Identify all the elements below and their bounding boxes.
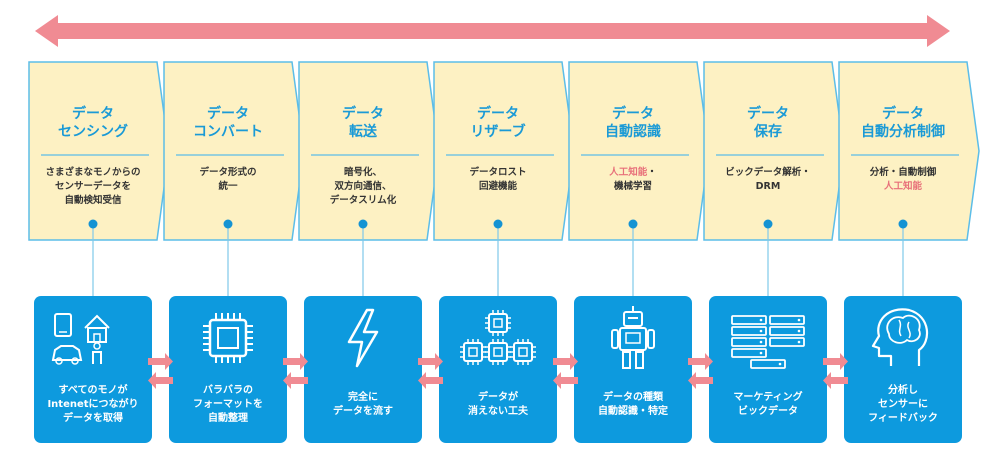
double-arrow-top bbox=[35, 15, 950, 47]
chips-cluster-icon bbox=[460, 310, 536, 365]
function-box-5 bbox=[574, 296, 692, 443]
connector-dot bbox=[763, 219, 773, 229]
bidirectional-arrow bbox=[688, 353, 713, 389]
connector-dot bbox=[358, 219, 368, 229]
stage-shape-1 bbox=[28, 61, 170, 241]
connector-dot bbox=[223, 219, 233, 229]
bidirectional-arrow bbox=[553, 353, 578, 389]
lightning-icon bbox=[347, 308, 379, 368]
function-box-7 bbox=[844, 296, 962, 443]
devices-icon bbox=[51, 313, 110, 365]
bidirectional-arrow bbox=[418, 353, 443, 389]
brain-head-icon bbox=[871, 308, 929, 366]
stage-shape-6 bbox=[703, 61, 845, 241]
connector-dot bbox=[493, 219, 503, 229]
connector-dot bbox=[628, 219, 638, 229]
function-box-1 bbox=[34, 296, 152, 443]
connector-dot bbox=[88, 219, 98, 229]
bidirectional-arrow bbox=[283, 353, 308, 389]
chip-icon bbox=[203, 313, 253, 363]
stage-shape-7 bbox=[838, 61, 980, 241]
stage-shape-5 bbox=[568, 61, 710, 241]
connector-dot bbox=[898, 219, 908, 229]
stage-shape-3 bbox=[298, 61, 440, 241]
function-box-2 bbox=[169, 296, 287, 443]
function-box-6 bbox=[709, 296, 827, 443]
robot-icon bbox=[611, 306, 655, 369]
function-box-4 bbox=[439, 296, 557, 443]
bidirectional-arrow bbox=[823, 353, 848, 389]
bidirectional-arrow bbox=[148, 353, 173, 389]
stage-shape-2 bbox=[163, 61, 305, 241]
stage-shape-4 bbox=[433, 61, 575, 241]
function-box-3 bbox=[304, 296, 422, 443]
server-stack-icon bbox=[731, 315, 805, 369]
